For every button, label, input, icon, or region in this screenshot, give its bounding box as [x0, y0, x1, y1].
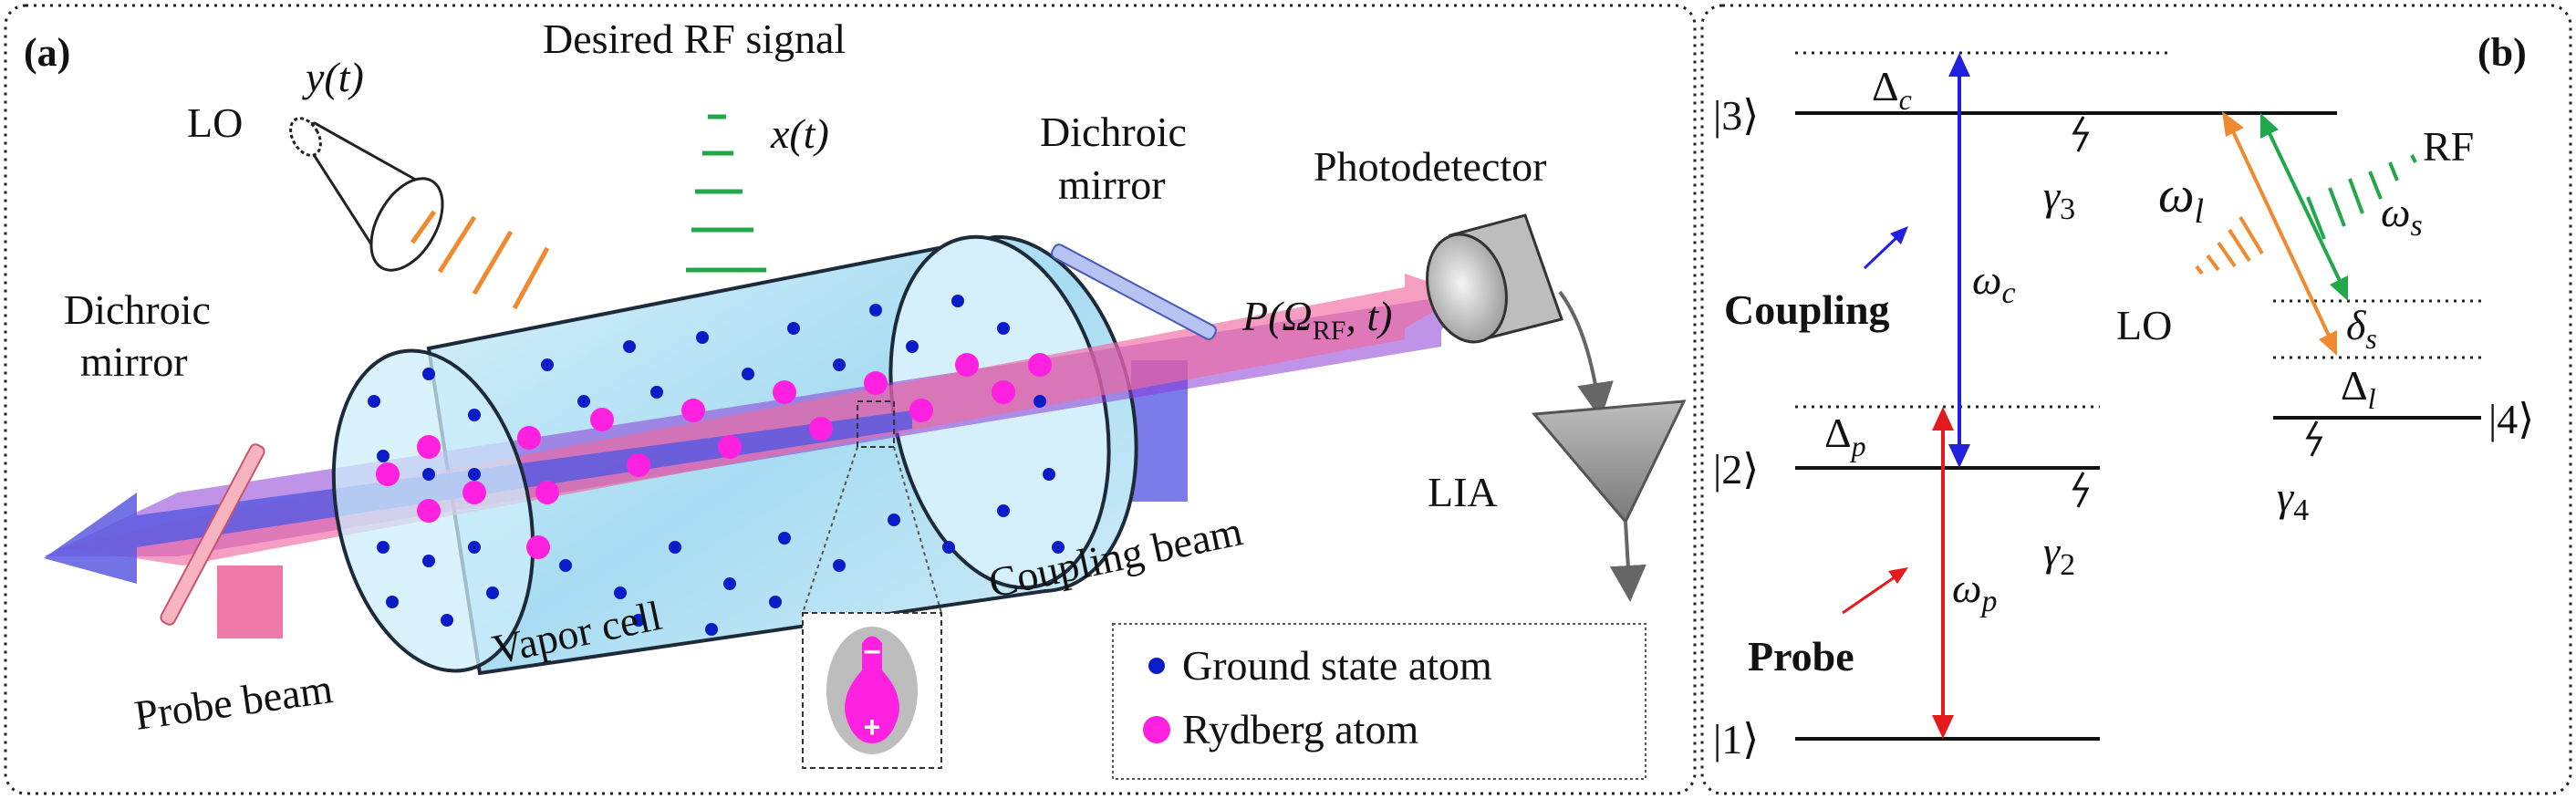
power-expression: P(ΩRF, t)	[1241, 293, 1393, 346]
photodetector	[1426, 213, 1563, 344]
decay-squiggles	[2072, 116, 2323, 508]
lo-signal-label: y(t)	[302, 54, 364, 100]
rf-waves	[686, 114, 766, 273]
lo-label: LO	[187, 99, 243, 146]
probe-transition-arrow	[1932, 407, 1954, 739]
probe-label: Probe	[1748, 633, 1854, 680]
lia-amplifier	[1531, 400, 1687, 524]
probe-beam-graphic	[217, 566, 283, 638]
dichroic-mirror-right	[1051, 244, 1217, 340]
rydberg-atoms	[376, 353, 1052, 559]
delta-s-label: δs	[2346, 302, 2377, 355]
lo-horn-antenna	[289, 117, 444, 272]
rf-signal-label: x(t)	[770, 110, 829, 157]
probe-pointer	[1842, 571, 1902, 615]
dichroic-left-label-1: Dichroic	[64, 286, 211, 333]
coupling-label: Coupling	[1724, 286, 1890, 333]
pd-to-lia-wire	[1558, 290, 1614, 420]
rf-signal-title: Desired RF signal	[543, 16, 846, 62]
lo-transition-arrow	[2222, 111, 2337, 356]
omega-c-label: ωc	[1972, 256, 2016, 310]
gamma-4-label: γ4	[2277, 473, 2309, 527]
omega-s-label: ωs	[2381, 189, 2423, 243]
state-4-label: |4⟩	[2488, 396, 2534, 442]
state-3-label: |3⟩	[1713, 92, 1759, 139]
lo-waves	[410, 210, 550, 310]
state-2-label: |2⟩	[1713, 446, 1759, 493]
ground-atoms	[368, 295, 1065, 636]
lia-label: LIA	[1428, 469, 1498, 515]
coupling-pointer-head	[1890, 226, 1908, 244]
panel-b-tag: (b)	[2477, 30, 2527, 75]
omega-l-label: ωl	[2158, 167, 2204, 231]
omega-p-label: ωp	[1952, 565, 1997, 618]
gamma-2-label: γ2	[2043, 528, 2075, 582]
photodetector-label: Photodetector	[1314, 143, 1547, 190]
gamma-3-label: γ3	[2043, 172, 2075, 226]
atom-zoom-box	[857, 400, 895, 448]
svg-text:−: −	[863, 635, 881, 669]
rydberg-atom-inset: − +	[802, 612, 942, 769]
dichroic-left-label-2: mirror	[80, 338, 188, 385]
coupling-pointer	[1863, 232, 1903, 270]
coupling-transition-arrow	[1948, 53, 1970, 468]
delta-p-label: Δp	[1824, 410, 1866, 462]
lia-output	[1609, 521, 1646, 602]
lo-field-dashes	[2195, 215, 2264, 275]
dichroic-right-label-2: mirror	[1058, 161, 1166, 208]
rf-field-dashes	[2306, 154, 2417, 240]
lo-level-label: LO	[2116, 302, 2172, 348]
energy-levels	[1795, 111, 2481, 741]
panel-b-border	[1700, 4, 2572, 795]
probe-pointer-head	[1888, 567, 1908, 584]
panel-a-tag: (a)	[24, 30, 70, 75]
virtual-levels	[1795, 51, 2481, 409]
delta-c-label: Δc	[1872, 63, 1912, 116]
svg-text:+: +	[864, 711, 881, 743]
delta-l-label: Δl	[2341, 362, 2376, 415]
rf-transition-arrow	[2260, 113, 2348, 301]
dichroic-mirror-left	[160, 443, 265, 626]
probe-beam-label: Probe beam	[131, 665, 336, 739]
legend-ground: Ground state atom	[1182, 642, 1492, 689]
legend: Ground state atom Rydberg atom	[1112, 623, 1646, 780]
state-1-label: |1⟩	[1713, 716, 1759, 763]
legend-rydberg: Rydberg atom	[1182, 706, 1418, 752]
dichroic-right-label-1: Dichroic	[1040, 109, 1187, 155]
rf-level-label: RF	[2423, 123, 2474, 170]
panel-a-border	[4, 4, 1697, 795]
